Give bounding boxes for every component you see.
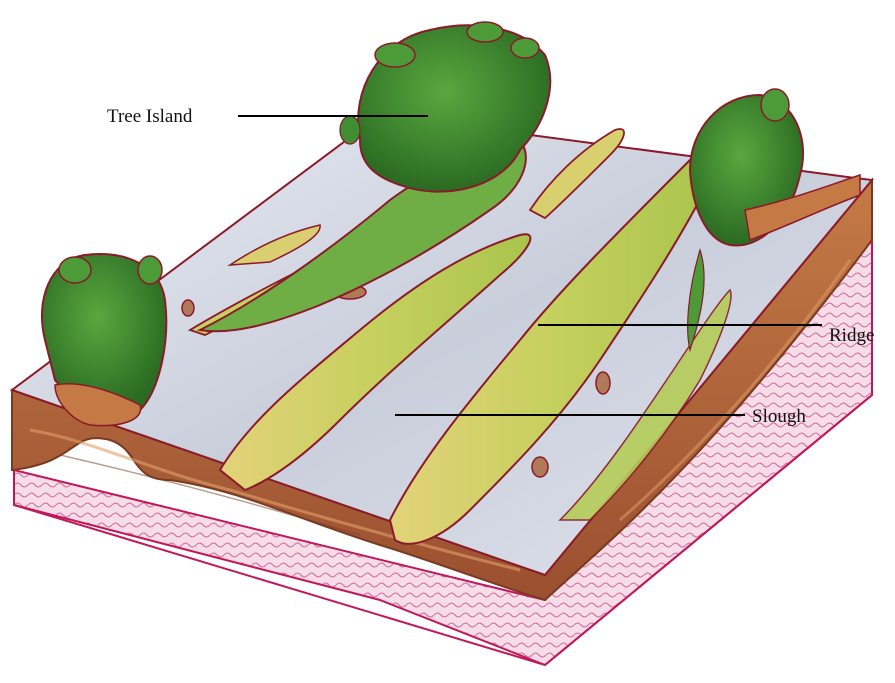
ridge-label: Ridge bbox=[829, 325, 874, 346]
tree-island-left bbox=[42, 254, 166, 426]
tree-island-label: Tree Island bbox=[107, 106, 193, 127]
slough-label: Slough bbox=[752, 406, 806, 427]
